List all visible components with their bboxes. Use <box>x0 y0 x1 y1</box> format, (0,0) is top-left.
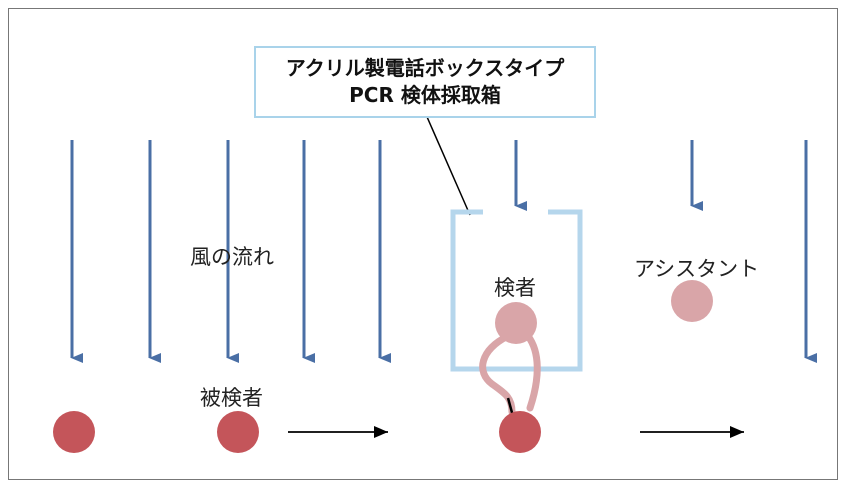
leader-line <box>423 109 471 216</box>
examiner-head <box>495 302 537 344</box>
examinee-label: 被検者 <box>200 386 263 410</box>
examinee-3 <box>499 411 541 453</box>
booth-label-line2: PCR 検体採取箱 <box>349 83 501 107</box>
assistant-label: アシスタント <box>634 257 760 281</box>
assistant-head <box>671 280 713 322</box>
glove-right <box>524 332 541 412</box>
wind-arrows <box>70 140 817 363</box>
examiner-label: 検者 <box>494 276 536 300</box>
wind-label: 風の流れ <box>190 245 274 269</box>
booth-label-line1: アクリル製電話ボックスタイプ <box>285 56 565 80</box>
booth-outline <box>450 209 583 372</box>
examinee-1 <box>53 411 95 453</box>
examinee-2 <box>217 411 259 453</box>
booth-label-box: アクリル製電話ボックスタイプ PCR 検体採取箱 <box>254 46 596 118</box>
